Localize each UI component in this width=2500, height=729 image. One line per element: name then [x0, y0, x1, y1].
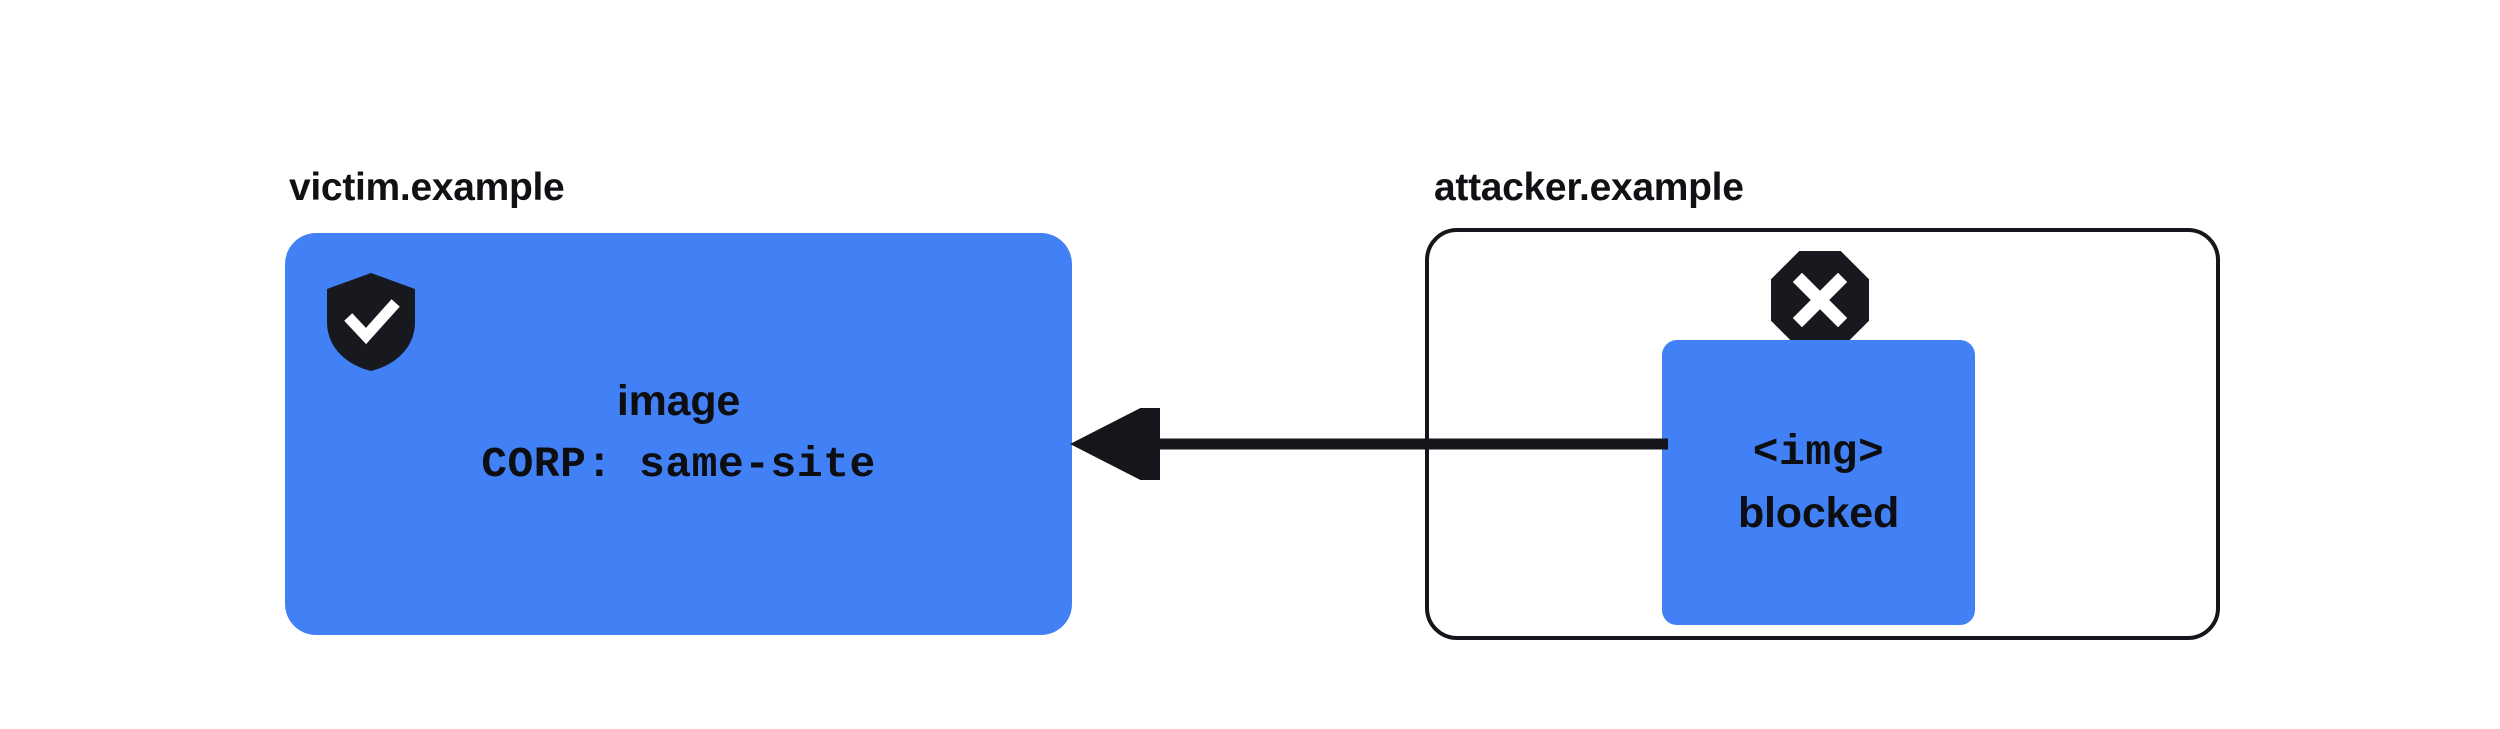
victim-resource-name: image — [616, 377, 741, 425]
blocked-octagon-x-icon — [1770, 250, 1870, 350]
attacker-img-element-box: <img> blocked — [1662, 340, 1975, 625]
victim-origin-label: victim.example — [289, 166, 565, 209]
corp-header-value: CORP: same-site — [481, 440, 876, 489]
img-tag-label: <img> — [1752, 427, 1885, 477]
victim-resource-box — [285, 233, 1072, 635]
shield-check-icon — [325, 272, 417, 372]
arrow-left-icon — [1068, 398, 1668, 490]
attacker-origin-label: attacker.example — [1434, 166, 1744, 209]
victim-resource-caption: image CORP: same-site — [285, 377, 1072, 489]
img-blocked-status-label: blocked — [1737, 488, 1900, 537]
